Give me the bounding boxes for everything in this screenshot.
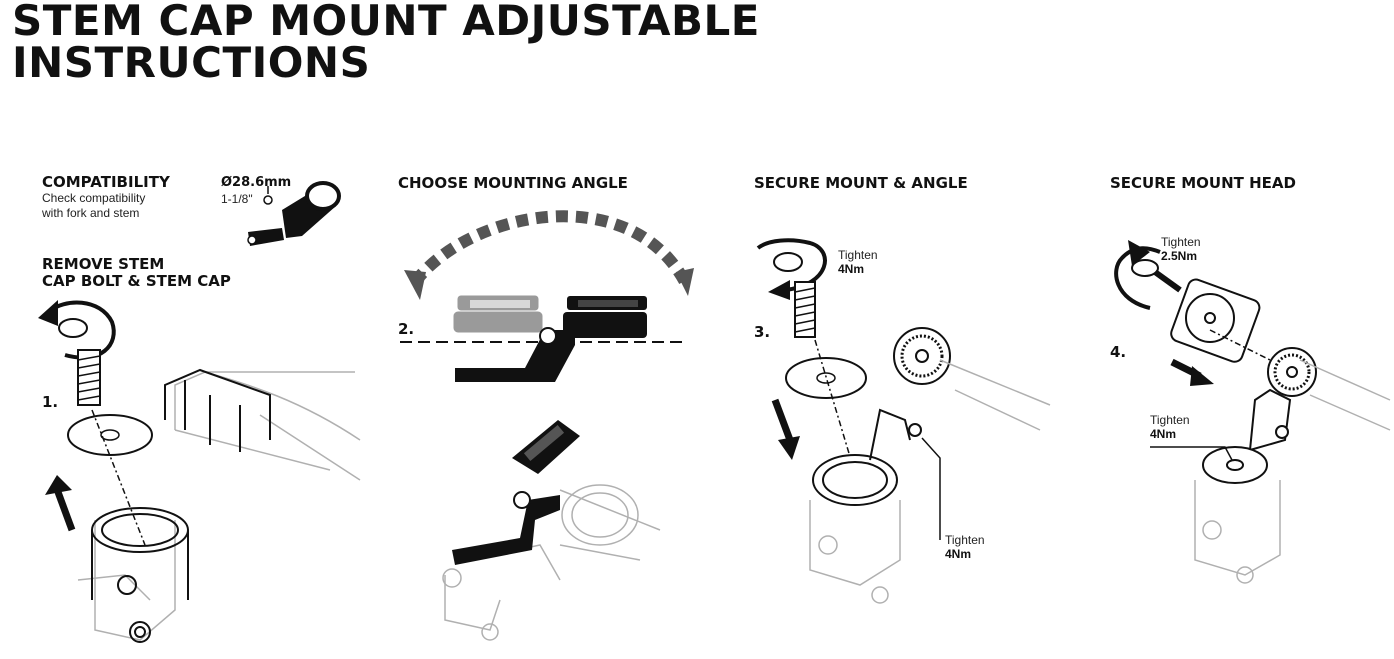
page-title: STEM CAP MOUNT ADJUSTABLE INSTRUCTIONS bbox=[12, 0, 760, 84]
stem-body bbox=[91, 368, 271, 643]
remove-heading-line-2: CAP BOLT & STEM CAP bbox=[42, 272, 231, 290]
step-number-1: 1. bbox=[42, 393, 59, 411]
panel3-art bbox=[756, 238, 1051, 604]
panel4-art bbox=[1114, 240, 1391, 584]
panel2-art bbox=[400, 210, 694, 641]
step-number-3: 3. bbox=[754, 323, 771, 341]
torque-side-value: 4Nm bbox=[945, 547, 972, 561]
step-number-4: 4. bbox=[1110, 343, 1127, 361]
torque-head-value: 2.5Nm bbox=[1161, 249, 1198, 263]
torque-cap-word: Tighten bbox=[1150, 413, 1190, 427]
torque-label-top: Tighten 4Nm bbox=[838, 248, 878, 276]
torque-side-word: Tighten bbox=[945, 533, 985, 547]
compat-line-2: with fork and stem bbox=[42, 206, 140, 220]
remove-heading-line-1: REMOVE STEM bbox=[42, 255, 165, 273]
torque-cap-value: 4Nm bbox=[1150, 427, 1177, 441]
step-number-2: 2. bbox=[398, 320, 415, 338]
compat-heading: COMPATIBILITY bbox=[42, 173, 170, 191]
panel1-art bbox=[38, 181, 361, 643]
torque-label-head: Tighten 2.5Nm bbox=[1161, 235, 1201, 263]
panel3-heading: SECURE MOUNT & ANGLE bbox=[754, 174, 968, 192]
panel2-heading: CHOOSE MOUNTING ANGLE bbox=[398, 174, 628, 192]
torque-top-word: Tighten bbox=[838, 248, 878, 262]
compat-line-1: Check compatibility bbox=[42, 191, 146, 205]
panel4-heading: SECURE MOUNT HEAD bbox=[1110, 174, 1296, 192]
torque-label-cap: Tighten 4Nm bbox=[1150, 413, 1190, 441]
torque-top-value: 4Nm bbox=[838, 262, 865, 276]
torque-label-side: Tighten 4Nm bbox=[945, 533, 985, 561]
title-line-1: STEM CAP MOUNT ADJUSTABLE bbox=[12, 0, 760, 45]
diameter-label: Ø28.6mm bbox=[221, 175, 292, 190]
stem-outline bbox=[77, 371, 361, 641]
title-line-2: INSTRUCTIONS bbox=[12, 38, 371, 87]
inch-size-label: 1-1/8" bbox=[221, 192, 253, 206]
clamp-compat-icon bbox=[247, 181, 341, 246]
torque-head-word: Tighten bbox=[1161, 235, 1201, 249]
